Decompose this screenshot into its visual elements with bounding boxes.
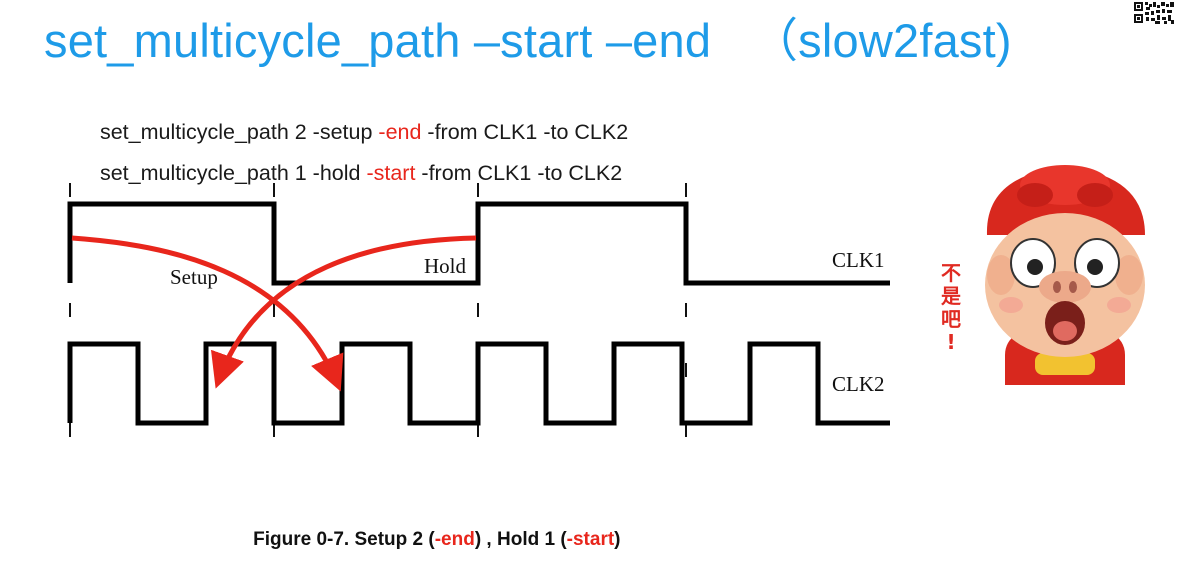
setup-command: set_multicycle_path 2 -setup -end -from … <box>88 95 628 145</box>
command-highlight: -start <box>366 161 416 185</box>
sticker-caption: 不 是 吧 ! <box>938 262 964 354</box>
caption-text: Figure 0-7. Setup 2 ( <box>253 529 435 550</box>
setup-label: Setup <box>170 265 218 289</box>
sticker-char: ! <box>946 330 956 354</box>
figure-caption: Figure 0-7. Setup 2 (-end) , Hold 1 (-st… <box>0 485 1184 550</box>
clk1-waveform <box>67 201 890 286</box>
sticker-char: 吧 <box>941 307 961 331</box>
edge-guide-lines <box>69 183 687 470</box>
slide-title: set_multicycle_path –start –end （slow2fa… <box>44 14 1012 67</box>
hold-label: Hold <box>424 254 466 278</box>
caption-highlight: -start <box>566 529 615 550</box>
surprised-pig-icon <box>985 165 1145 385</box>
command-text: -from CLK1 -to CLK2 <box>421 120 629 144</box>
setup-arrow <box>71 235 344 392</box>
hold-command: set_multicycle_path 1 -hold -start -from… <box>88 136 622 186</box>
clk1-label: CLK1 <box>832 248 885 272</box>
qr-code-icon <box>1134 2 1174 24</box>
caption-text: ) , Hold 1 ( <box>474 529 567 550</box>
caption-highlight: -end <box>434 529 475 550</box>
command-highlight: -end <box>378 120 422 144</box>
command-text: set_multicycle_path 2 -setup <box>99 120 379 144</box>
hold-arrow <box>211 235 477 389</box>
caption-text: ) <box>614 529 621 550</box>
clk2-waveform <box>67 341 890 426</box>
timing-diagram <box>67 183 890 470</box>
command-text: set_multicycle_path 1 -hold <box>99 161 367 185</box>
sticker-char: 不 <box>941 261 961 285</box>
clk2-label: CLK2 <box>832 372 885 396</box>
sticker-char: 是 <box>941 284 961 308</box>
command-text: -from CLK1 -to CLK2 <box>415 161 623 185</box>
